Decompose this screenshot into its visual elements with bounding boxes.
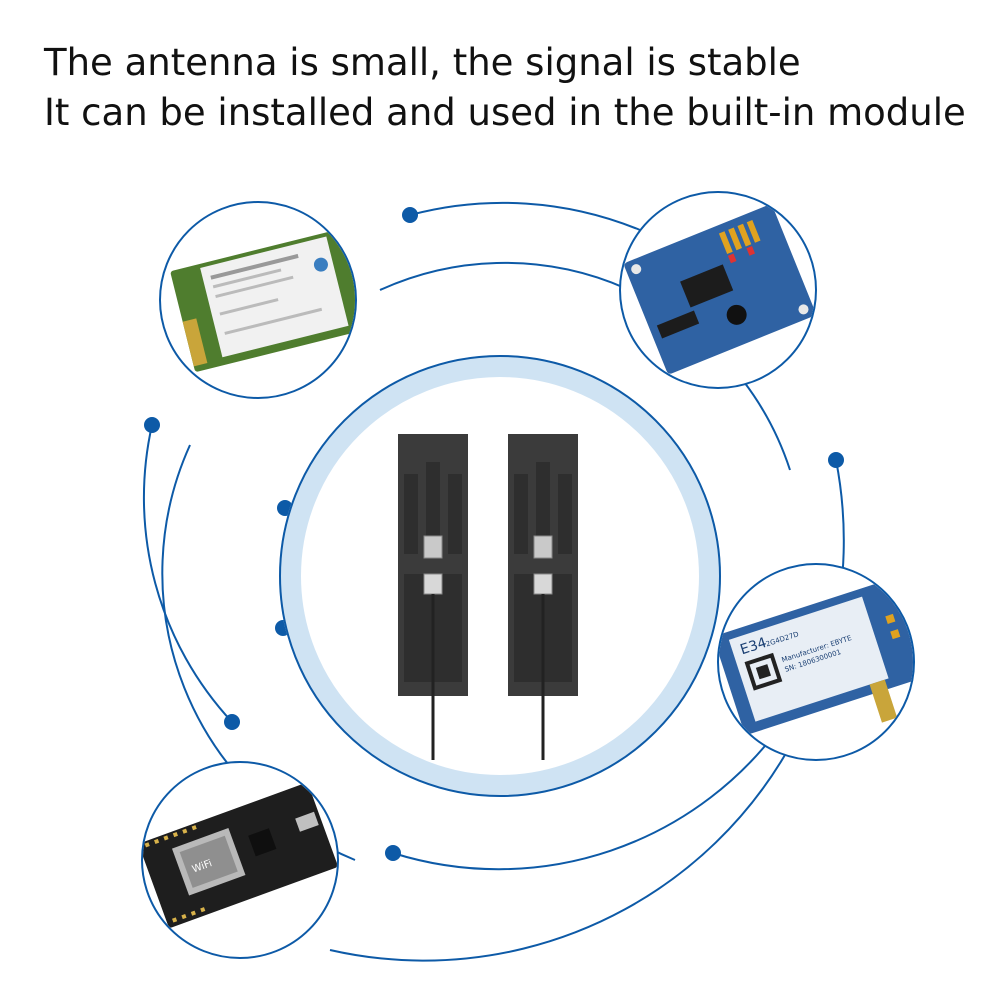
module-model-label: E34	[738, 635, 768, 658]
headline-line-1: The antenna is small, the signal is stab…	[44, 41, 801, 84]
connector-dots	[144, 207, 844, 861]
e34-radio-module: E34 2G4D27D Manufacturer: EBYTE SN: 1806…	[717, 563, 915, 761]
left-arc	[142, 424, 233, 723]
nodemcu-board: WiFi	[141, 761, 339, 959]
headline-line-2: It can be installed and used in the buil…	[44, 91, 966, 134]
blue-pcb-icon	[624, 204, 815, 374]
wifi-board-icon: WiFi	[143, 783, 337, 928]
connector-dot	[828, 452, 844, 468]
antenna-right	[508, 434, 578, 760]
antenna-left	[398, 434, 468, 760]
connector-dot	[224, 714, 240, 730]
connector-dot	[144, 417, 160, 433]
ssd-card-icon	[170, 225, 355, 372]
connector-dot	[385, 845, 401, 861]
top-arc	[409, 201, 641, 231]
rf-module-icon: E34 2G4D27D Manufacturer: EBYTE SN: 1806…	[719, 578, 913, 735]
connector-dot	[402, 207, 418, 223]
central-ring	[279, 355, 721, 797]
sensor-board	[619, 191, 817, 389]
headline: The antenna is small, the signal is stab…	[44, 38, 966, 138]
msata-ssd-card	[159, 201, 357, 399]
lower-arc	[392, 719, 786, 871]
